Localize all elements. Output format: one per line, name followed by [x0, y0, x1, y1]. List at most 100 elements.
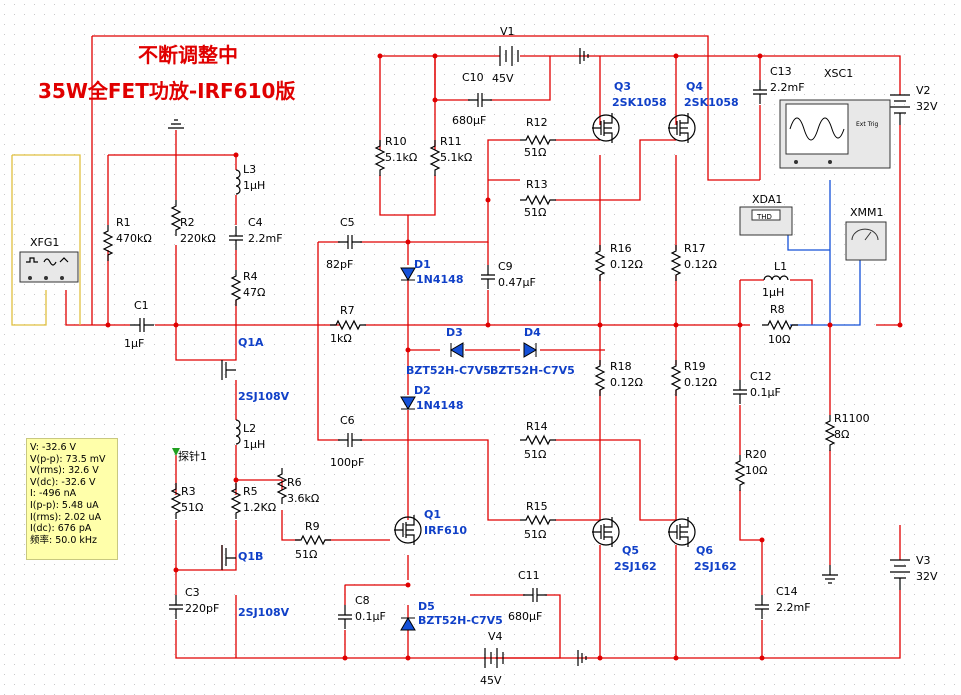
probe-marker[interactable]: 探针1 [172, 448, 207, 463]
svg-text:C3: C3 [185, 586, 200, 599]
svg-text:2SJ162: 2SJ162 [694, 560, 737, 573]
svg-text:Q5: Q5 [622, 544, 639, 557]
svg-text:1µH: 1µH [243, 179, 265, 192]
svg-text:R12: R12 [526, 116, 548, 129]
svg-text:470kΩ: 470kΩ [116, 232, 152, 245]
svg-text:C4: C4 [248, 216, 263, 229]
svg-text:R7: R7 [340, 304, 355, 317]
probe-reading: I(rms): 2.02 uA [30, 511, 102, 523]
v2-value: 32V [916, 100, 938, 113]
xsc1-ext-trig: Ext Trig [856, 121, 879, 128]
xmm1-multimeter[interactable]: XMM1 [845, 206, 887, 261]
svg-text:Q6: Q6 [696, 544, 713, 557]
svg-text:BZT52H-C7V5: BZT52H-C7V5 [490, 364, 575, 377]
svg-text:1µH: 1µH [762, 286, 784, 299]
svg-text:R3: R3 [181, 485, 196, 498]
svg-text:2SJ108V: 2SJ108V [238, 390, 290, 403]
svg-text:0.12Ω: 0.12Ω [684, 376, 717, 389]
svg-text:680µF: 680µF [452, 114, 486, 127]
svg-text:D2: D2 [414, 384, 431, 397]
svg-text:BZT52H-C7V5: BZT52H-C7V5 [406, 364, 491, 377]
svg-text:C5: C5 [340, 216, 355, 229]
svg-text:R9: R9 [305, 520, 320, 533]
title-line1: 不断调整中 [138, 43, 238, 67]
svg-text:R19: R19 [684, 360, 706, 373]
svg-text:R1: R1 [116, 216, 131, 229]
capacitor-c6: C6 100pF [330, 414, 364, 469]
xda1-analyzer[interactable]: XDA1 THD [739, 193, 793, 236]
svg-text:D3: D3 [446, 326, 463, 339]
svg-text:R20: R20 [745, 448, 767, 461]
svg-text:100pF: 100pF [330, 456, 364, 469]
svg-text:0.12Ω: 0.12Ω [684, 258, 717, 271]
svg-text:2SK1058: 2SK1058 [612, 96, 667, 109]
svg-text:0.1µF: 0.1µF [355, 610, 386, 623]
svg-text:D5: D5 [418, 600, 435, 613]
svg-text:L3: L3 [243, 163, 256, 176]
svg-text:R18: R18 [610, 360, 632, 373]
svg-text:0.12Ω: 0.12Ω [610, 376, 643, 389]
xmm1-name: XMM1 [850, 206, 884, 219]
svg-text:Q1A: Q1A [238, 336, 264, 349]
capacitor-c5: C5 82pF [326, 216, 363, 271]
svg-text:1N4148: 1N4148 [416, 399, 463, 412]
svg-text:Q4: Q4 [686, 80, 703, 93]
resistor-r17: R17 0.12Ω [671, 242, 717, 282]
diode-d1: D1 1N4148 [400, 258, 463, 286]
svg-text:82pF: 82pF [326, 258, 353, 271]
svg-text:10Ω: 10Ω [768, 333, 790, 346]
svg-text:C1: C1 [134, 299, 149, 312]
v4-name: V4 [488, 630, 503, 643]
resistor-r18: R18 0.12Ω [595, 359, 643, 397]
mosfet-q1a: Q1A 2SJ108V [221, 336, 290, 403]
svg-text:1µF: 1µF [124, 337, 144, 350]
resistor-r19: R19 0.12Ω [671, 359, 717, 397]
svg-text:8Ω: 8Ω [834, 428, 849, 441]
v2-name: V2 [916, 84, 931, 97]
svg-text:R6: R6 [287, 476, 302, 489]
svg-text:C6: C6 [340, 414, 355, 427]
svg-text:C10: C10 [462, 71, 484, 84]
svg-text:220kΩ: 220kΩ [180, 232, 216, 245]
svg-text:51Ω: 51Ω [524, 206, 546, 219]
svg-text:D1: D1 [414, 258, 431, 271]
svg-text:2SJ108V: 2SJ108V [238, 606, 290, 619]
svg-text:10Ω: 10Ω [745, 464, 767, 477]
xfg1-instrument[interactable]: XFG1 [19, 236, 79, 283]
svg-text:51Ω: 51Ω [524, 448, 546, 461]
xsc1-oscilloscope[interactable]: XSC1 Ext Trig [779, 67, 891, 169]
svg-text:BZT52H-C7V5: BZT52H-C7V5 [418, 614, 503, 627]
capacitor-c10: C10 680µF [452, 71, 493, 127]
svg-text:1N4148: 1N4148 [416, 273, 463, 286]
svg-text:Q1B: Q1B [238, 550, 263, 563]
xda1-display: THD [756, 213, 772, 221]
junction-dots [105, 53, 903, 661]
svg-text:Q3: Q3 [614, 80, 631, 93]
probe-label: 探针1 [178, 449, 207, 463]
svg-text:IRF610: IRF610 [424, 524, 467, 537]
svg-text:R1100: R1100 [834, 412, 870, 425]
svg-text:2SJ162: 2SJ162 [614, 560, 657, 573]
svg-text:220pF: 220pF [185, 602, 219, 615]
v3-name: V3 [916, 554, 931, 567]
v4-value: 45V [480, 674, 502, 687]
xsc1-name: XSC1 [824, 67, 853, 80]
svg-text:3.6kΩ: 3.6kΩ [287, 492, 319, 505]
svg-text:R17: R17 [684, 242, 706, 255]
probe-reading: 频率: 50.0 kHz [30, 534, 98, 546]
